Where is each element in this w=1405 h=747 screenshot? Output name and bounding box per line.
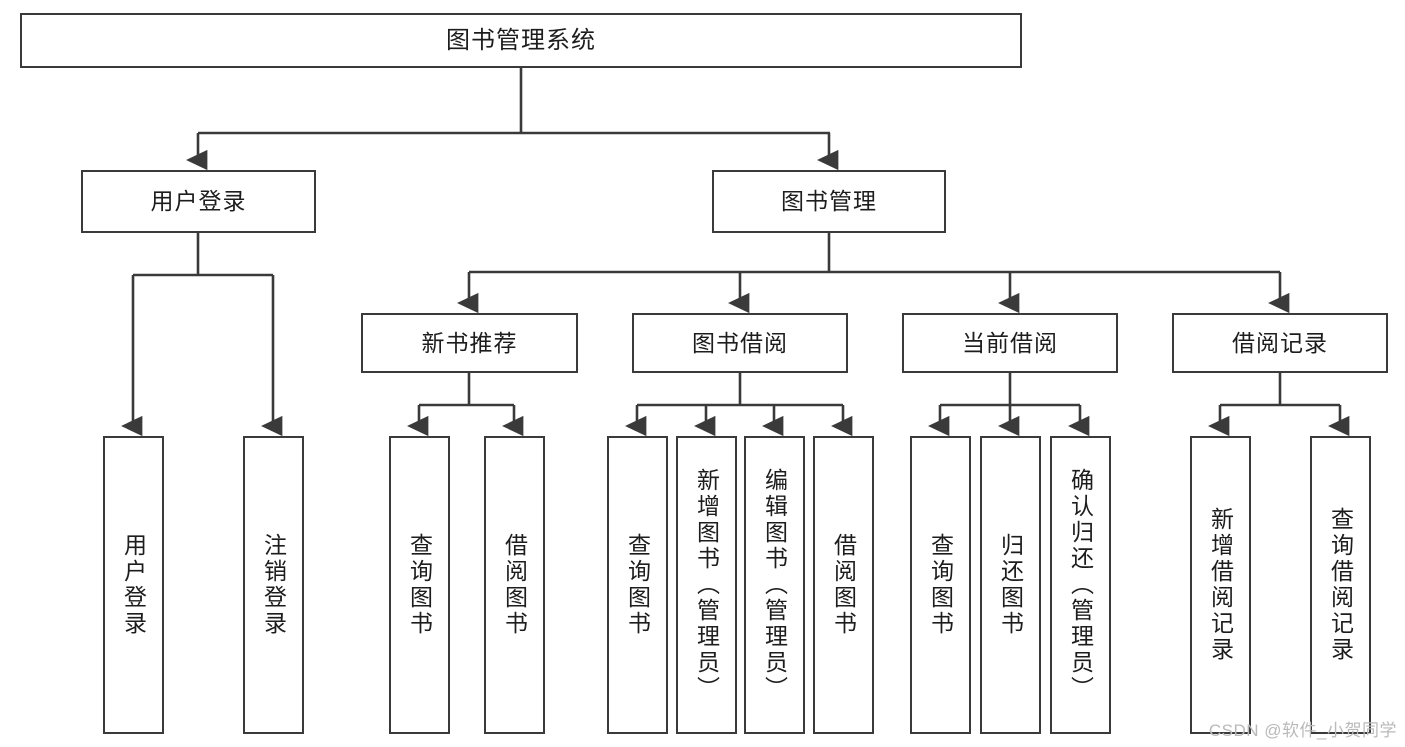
node-label: 借阅图书: [501, 533, 528, 637]
node-root-book-management-system[interactable]: 图书管理系统: [20, 13, 1022, 68]
node-label: 查询借阅记录: [1327, 507, 1354, 663]
node-label: 新增借阅记录: [1207, 507, 1234, 663]
node-leaf-query-book-1[interactable]: 查询图书: [389, 436, 450, 734]
node-leaf-add-record[interactable]: 新增借阅记录: [1190, 436, 1251, 734]
node-current-borrow[interactable]: 当前借阅: [902, 313, 1118, 373]
node-label: 用户登录: [150, 188, 247, 215]
node-label: 当前借阅: [962, 329, 1058, 356]
node-leaf-query-book-2[interactable]: 查询图书: [607, 436, 668, 734]
node-label: 查询图书: [927, 533, 954, 637]
node-label: 用户登录: [120, 533, 147, 637]
node-new-book-recommend[interactable]: 新书推荐: [361, 313, 578, 373]
node-leaf-edit-book[interactable]: 编辑图书（管理员）: [744, 436, 805, 734]
node-label: 确认归还（管理员）: [1067, 468, 1094, 702]
node-book-borrow[interactable]: 图书借阅: [632, 313, 848, 373]
node-book-manage[interactable]: 图书管理: [712, 170, 946, 233]
node-label: 查询图书: [406, 533, 433, 637]
node-leaf-confirm-return[interactable]: 确认归还（管理员）: [1050, 436, 1111, 734]
node-label: 新书推荐: [421, 329, 518, 356]
node-leaf-query-book-3[interactable]: 查询图书: [910, 436, 971, 734]
node-leaf-user-logout[interactable]: 注销登录: [243, 436, 304, 734]
node-borrow-record[interactable]: 借阅记录: [1172, 313, 1388, 373]
node-label: 编辑图书（管理员）: [761, 468, 788, 702]
node-leaf-borrow-book-1[interactable]: 借阅图书: [484, 436, 545, 734]
node-leaf-return-book[interactable]: 归还图书: [980, 436, 1041, 734]
node-leaf-add-book[interactable]: 新增图书（管理员）: [676, 436, 737, 734]
node-label: 图书借阅: [692, 329, 788, 356]
node-leaf-borrow-book-2[interactable]: 借阅图书: [813, 436, 874, 734]
node-leaf-query-record[interactable]: 查询借阅记录: [1310, 436, 1371, 734]
node-label: 图书管理: [781, 188, 877, 215]
node-label: 新增图书（管理员）: [693, 468, 720, 702]
watermark: CSDN @软件_小贺同学: [1208, 721, 1397, 740]
node-label: 借阅图书: [830, 533, 857, 637]
node-user-login[interactable]: 用户登录: [81, 170, 316, 233]
node-label: 归还图书: [997, 533, 1024, 637]
node-label: 图书管理系统: [446, 26, 596, 54]
node-leaf-user-login[interactable]: 用户登录: [103, 436, 164, 734]
node-label: 借阅记录: [1232, 329, 1328, 356]
node-label: 查询图书: [624, 533, 651, 637]
node-label: 注销登录: [260, 533, 287, 637]
